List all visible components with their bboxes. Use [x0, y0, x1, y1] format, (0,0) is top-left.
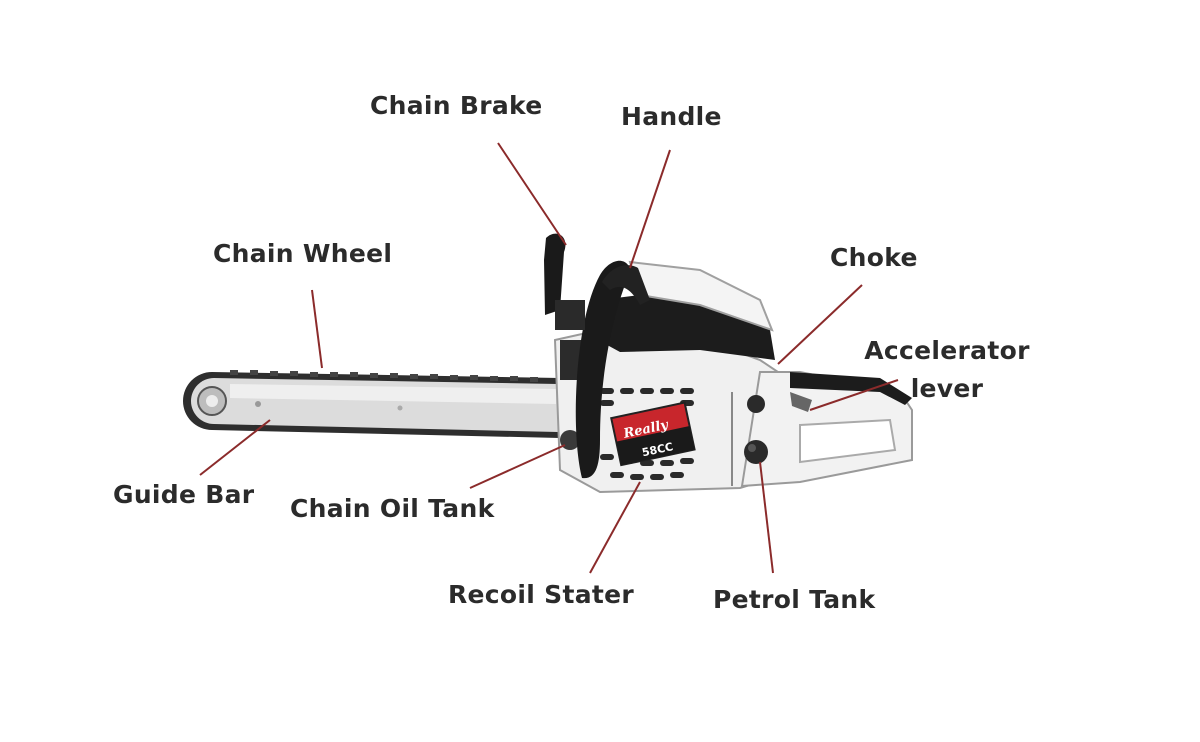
- leader-choke: [777, 284, 863, 365]
- label-choke: Choke: [830, 243, 918, 272]
- label-accelerator-line1: Accelerator: [864, 336, 1030, 365]
- guide-bar-shape: [183, 372, 560, 438]
- rear-handle: [740, 371, 913, 488]
- chain-teeth: [230, 370, 538, 382]
- front-handle: [575, 260, 650, 479]
- brand-badge: [610, 401, 696, 467]
- label-accelerator-line2: lever: [910, 374, 984, 403]
- leader-handle: [629, 149, 671, 269]
- chain-brake-shape: [544, 233, 585, 330]
- leader-accelerator: [809, 379, 899, 411]
- badge-model-text: 58CC: [641, 440, 674, 459]
- label-handle: Handle: [621, 102, 722, 131]
- label-chain-brake: Chain Brake: [370, 91, 543, 120]
- label-guide-bar: Guide Bar: [113, 480, 255, 509]
- leader-chain-brake: [497, 142, 567, 246]
- leader-lines: [199, 142, 899, 574]
- label-chain-wheel: Chain Wheel: [213, 239, 393, 268]
- label-recoil-stater: Recoil Stater: [448, 580, 635, 609]
- leader-chain-wheel: [311, 289, 323, 369]
- leader-recoil-stater: [589, 481, 641, 574]
- leader-petrol-tank: [759, 461, 774, 574]
- leader-chain-oil-tank: [469, 444, 566, 489]
- label-chain-oil-tank: Chain Oil Tank: [290, 494, 495, 523]
- leader-guide-bar: [199, 419, 271, 476]
- label-petrol-tank: Petrol Tank: [713, 585, 876, 614]
